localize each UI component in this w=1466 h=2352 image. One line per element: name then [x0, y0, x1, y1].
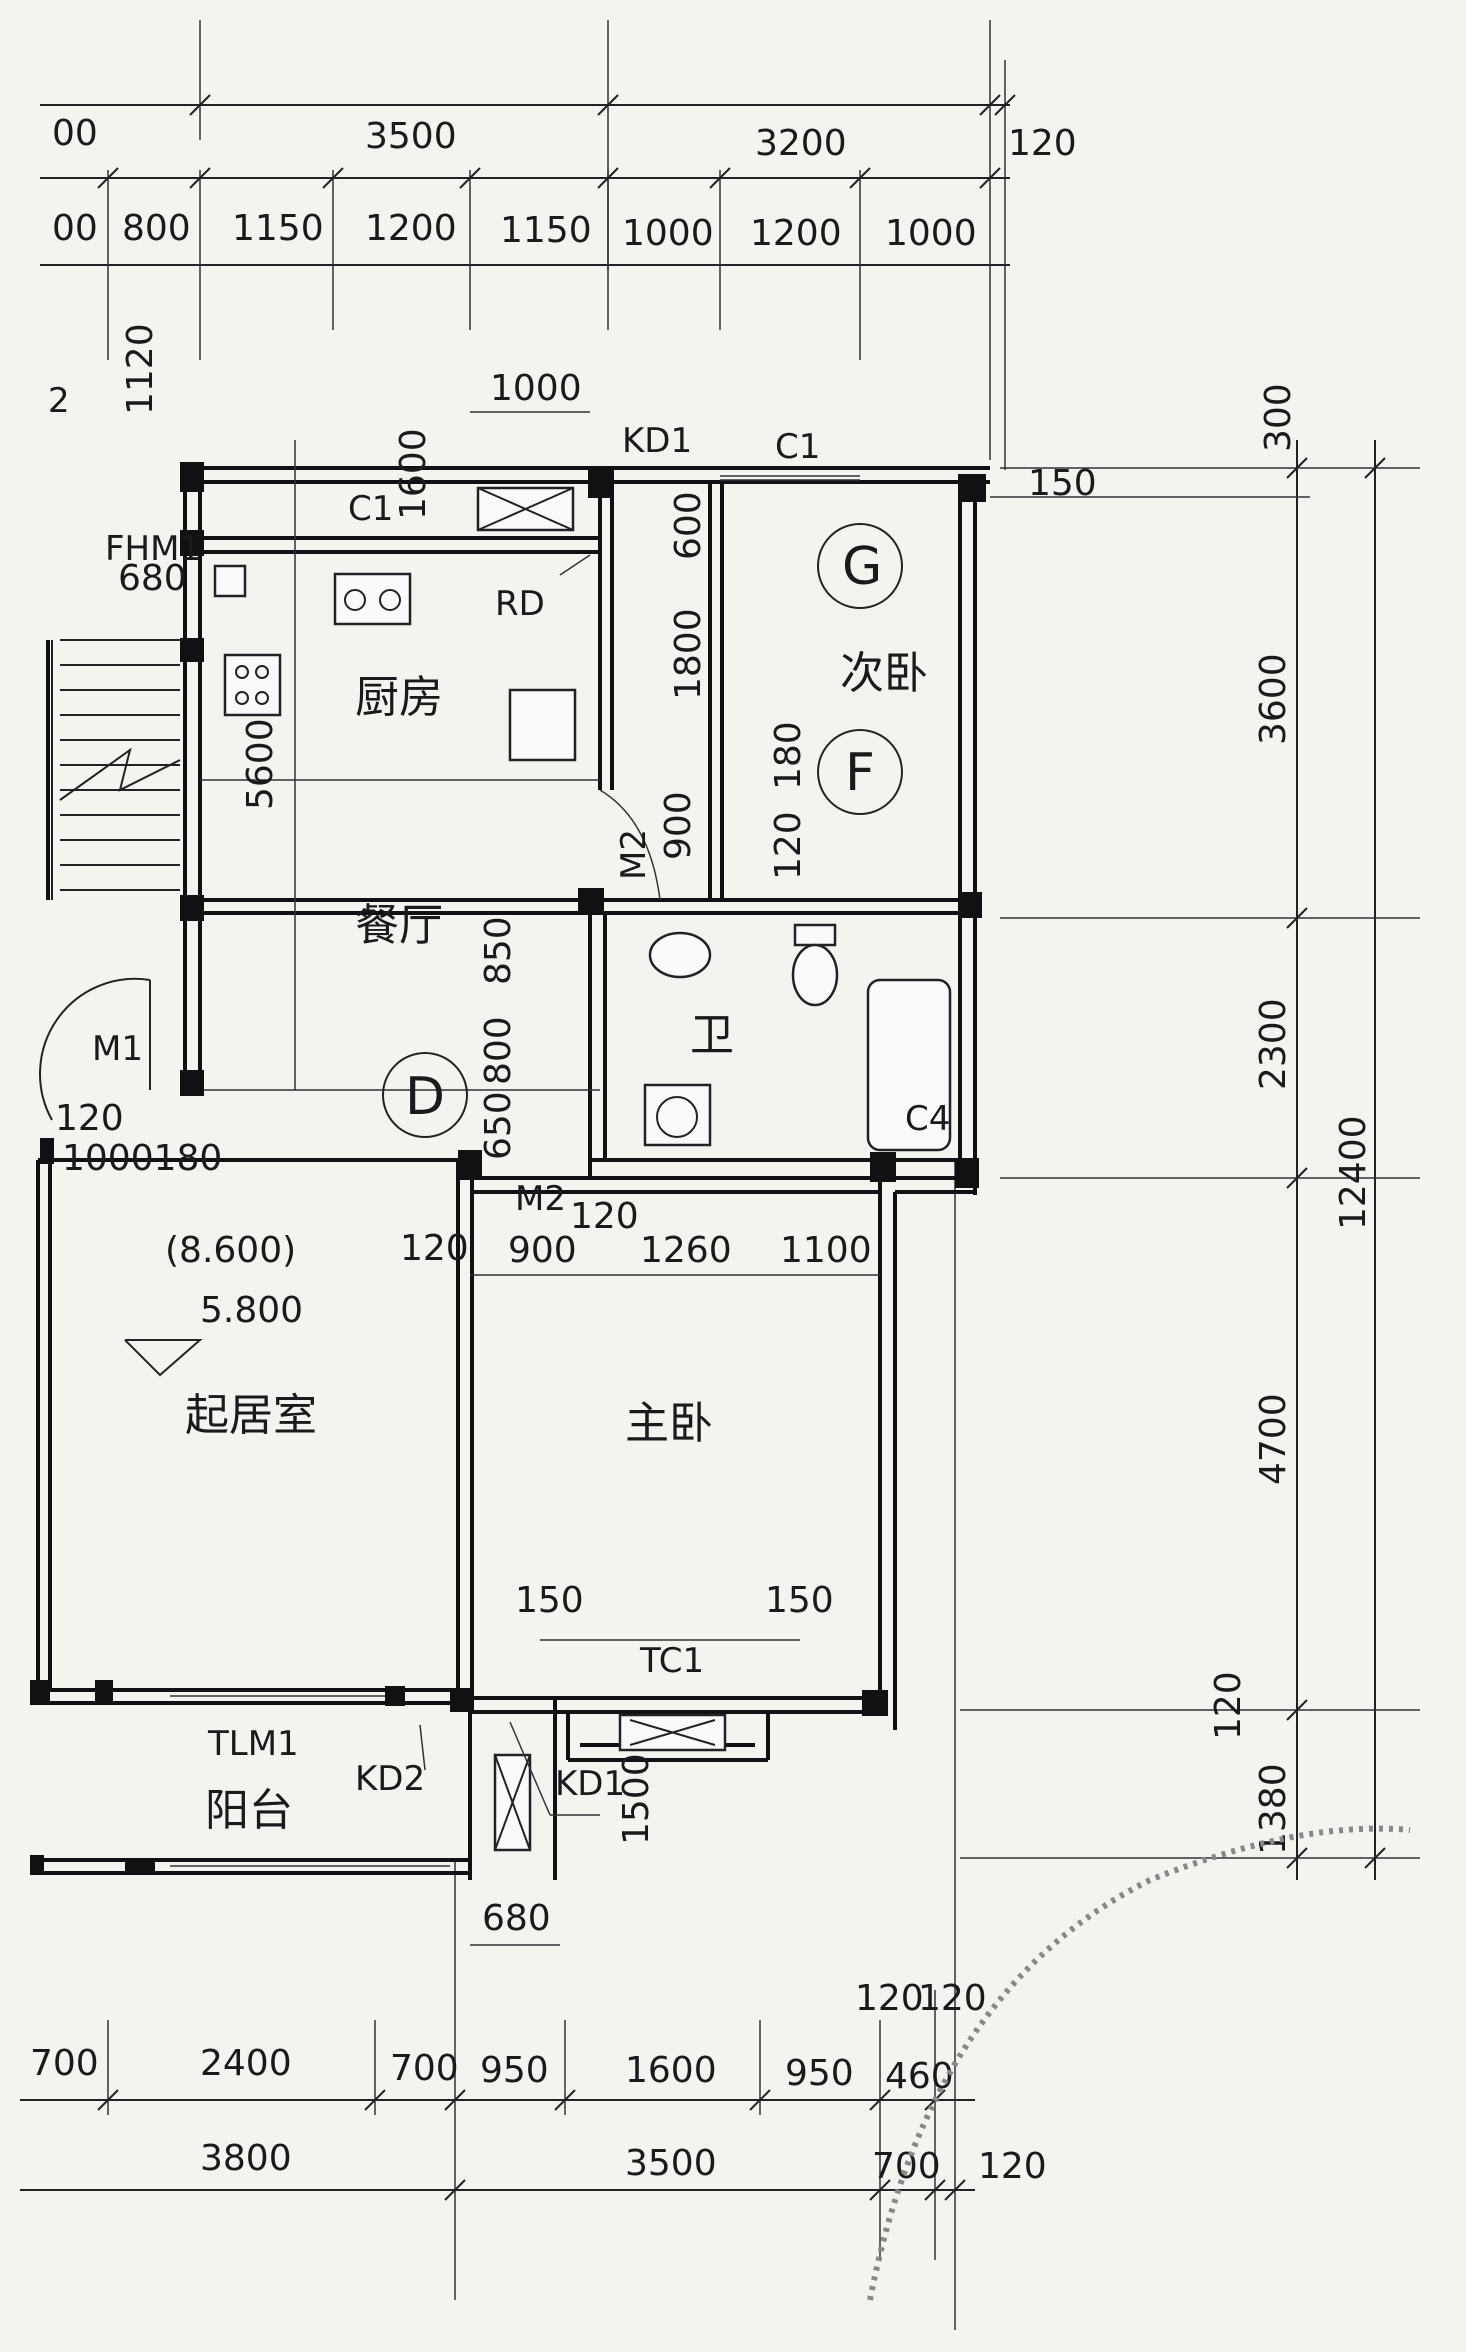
dim-1120: 1120 [120, 323, 161, 415]
walls [30, 440, 990, 1880]
axis-markers: G F D [382, 523, 903, 1138]
dim-1500: 1500 [616, 1753, 657, 1845]
right-dim-2300: 2300 [1253, 998, 1294, 1090]
dim-120a: 120 [768, 811, 809, 880]
top-dim-1-1: 3500 [365, 116, 457, 157]
dim-1260: 1260 [640, 1230, 732, 1271]
label-c4: C4 [905, 1099, 950, 1139]
bottom-dim-2-0: 3800 [200, 2138, 292, 2179]
room-living: 起居室 [185, 1390, 317, 1441]
label-c1-left: C1 [348, 489, 393, 529]
axis-g-bubble [817, 523, 903, 609]
bottom-dim-1-0: 700 [30, 2043, 99, 2084]
dim-680b: 680 [482, 1898, 551, 1939]
elevation-upper: (8.600) [165, 1230, 296, 1271]
right-dim-4700: 4700 [1253, 1393, 1294, 1485]
columns [30, 462, 986, 1875]
top-dim-2-5: 1000 [622, 213, 714, 254]
bottom-dim-1-6: 460 [885, 2056, 954, 2097]
dim-120d: 120 [570, 1196, 639, 1237]
room-dining: 餐厅 [355, 900, 443, 951]
dim-1100: 1100 [780, 1230, 872, 1271]
label-kd1-bottom: KD1 [555, 1764, 625, 1804]
top-dim-1-3: 120 [1008, 123, 1077, 164]
axis-g-label: G [842, 537, 882, 597]
top-dim-1-0: 00 [52, 113, 98, 154]
inner-dimensions: 1000 1120 1600 680 600 1800 180 900 120 … [55, 323, 880, 1946]
right-dim-3600: 3600 [1253, 653, 1294, 745]
dim-1800: 1800 [668, 608, 709, 700]
label-tc1: TC1 [639, 1641, 704, 1681]
right-dimension-lines: 300 150 3600 2300 4700 120 1380 12400 [960, 383, 1420, 1880]
bottom-extra-1: 120 [918, 1978, 987, 2019]
bottom-extra-0: 120 [855, 1978, 924, 2019]
label-kd2: KD2 [355, 1759, 425, 1799]
bottom-dim-2-1: 3500 [625, 2143, 717, 2184]
label-m2-a: M2 [614, 829, 654, 880]
axis-d-label: D [405, 1067, 445, 1127]
top-dim-2-4: 1150 [500, 210, 592, 251]
top-dim-2-0: 00 [52, 208, 98, 249]
right-dim-12400: 12400 [1333, 1115, 1374, 1230]
label-rd: RD [495, 584, 545, 624]
axis-f-bubble [817, 729, 903, 815]
dim-680: 680 [118, 558, 187, 599]
top-dim-2-7: 1000 [885, 213, 977, 254]
room-balcony: 阳台 [205, 1785, 293, 1836]
bottom-dim-2-3: 120 [978, 2146, 1047, 2187]
dim-1000-180: 1000180 [62, 1138, 222, 1179]
room-bathroom: 卫 [690, 1010, 734, 1061]
label-kd1-top: KD1 [622, 421, 692, 461]
fixtures [124, 475, 952, 1867]
axis-f-label: F [845, 743, 875, 803]
dim-150b: 150 [765, 1580, 834, 1621]
elevation-lower: 5.800 [200, 1290, 303, 1331]
right-dim-150: 150 [1028, 463, 1097, 504]
bottom-dim-1-3: 950 [480, 2050, 549, 2091]
pencil-scribble [867, 1825, 1411, 2301]
top-dim-1-2: 3200 [755, 123, 847, 164]
top-dim-2-1: 800 [122, 208, 191, 249]
label-c1-top: C1 [775, 427, 820, 467]
bottom-dim-1-5: 950 [785, 2053, 854, 2094]
axis-d-bubble [382, 1052, 468, 1138]
bottom-dim-1-2: 700 [390, 2048, 459, 2089]
dim-900b: 900 [508, 1230, 577, 1271]
top-dimension-lines: 00 3500 3200 120 00 800 1150 1200 1150 1… [40, 20, 1077, 470]
dim-120c: 120 [400, 1228, 469, 1269]
top-dim-2-2: 1150 [232, 208, 324, 249]
label-m1: M1 [92, 1029, 143, 1069]
dim-150a: 150 [515, 1580, 584, 1621]
elevation-mark: (8.600) 5.800 [165, 1230, 303, 1331]
room-second-bedroom: 次卧 [840, 648, 928, 699]
bottom-dim-1-1: 2400 [200, 2043, 292, 2084]
room-master: 主卧 [625, 1398, 713, 1449]
room-kitchen: 厨房 [355, 672, 443, 723]
label-m2-b: M2 [515, 1179, 566, 1219]
top-dim-2-6: 1200 [750, 213, 842, 254]
dim-800: 800 [478, 1016, 519, 1085]
dim-650: 650 [478, 1091, 519, 1160]
bottom-dim-1-4: 1600 [625, 2050, 717, 2091]
top-dim-2-3: 1200 [365, 208, 457, 249]
dim-900: 900 [658, 791, 699, 860]
right-dim-120: 120 [1208, 1671, 1249, 1740]
dim-1600: 1600 [393, 428, 434, 520]
right-dim-300: 300 [1258, 383, 1299, 452]
component-labels: KD1 C1 C1 FHM1 RD M2 M2 M1 C4 TC1 TLM1 K… [48, 381, 950, 1804]
bottom-dimension-lines: 700 2400 700 950 1600 950 460 120 120 38… [20, 1160, 1047, 2330]
dim-180: 180 [768, 721, 809, 790]
bottom-dim-2-2: 700 [872, 2146, 941, 2187]
room-labels: 厨房 餐厅 次卧 卫 起居室 主卧 阳台 [185, 648, 928, 1836]
dim-120b: 120 [55, 1098, 124, 1139]
label-fhm1: FHM1 [105, 529, 201, 569]
label-tlm1: TLM1 [207, 1724, 299, 1764]
label-two: 2 [48, 381, 70, 421]
dim-600: 600 [668, 491, 709, 560]
dim-5600: 5600 [240, 718, 281, 810]
dim-850: 850 [478, 916, 519, 985]
dim-1000: 1000 [490, 368, 582, 409]
